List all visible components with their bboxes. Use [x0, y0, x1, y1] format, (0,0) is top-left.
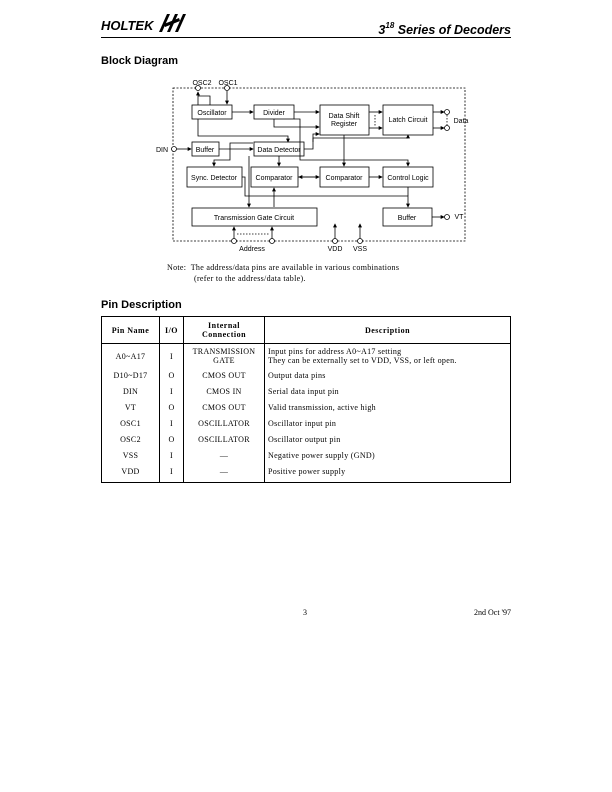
pin-name: A0~A17 [101, 343, 160, 367]
input-buffer-label: Buffer [196, 147, 215, 154]
col-internal-connection: Internal Connection [183, 316, 265, 344]
pin-description: Oscillator input pin [264, 415, 511, 431]
pin-connection-line2: GATE [213, 356, 235, 365]
pin-name: D10~D17 [101, 367, 160, 383]
pin-connection: — [183, 463, 265, 483]
table-row: OSC2 O OSCILLATOR Oscillator output pin [101, 431, 511, 447]
address-pin-label: Address [239, 246, 265, 253]
pin-io: O [159, 367, 184, 383]
pin-name: VDD [101, 463, 160, 483]
page-number: 3 [303, 608, 307, 617]
col-io: I/O [159, 316, 184, 344]
control-logic-label: Control Logic [387, 175, 429, 182]
pin-connection: CMOS OUT [183, 399, 265, 415]
pin-io: I [159, 343, 184, 367]
diagram-note-line2: (refer to the address/data table). [194, 274, 306, 283]
shift-register-block [319, 104, 370, 136]
output-buffer-label: Buffer [398, 215, 417, 222]
pin-name: VSS [101, 447, 160, 463]
title-superscript: 18 [385, 21, 395, 30]
pin-connection: TRANSMISSION GATE [183, 343, 265, 367]
pin-description: Output data pins [264, 367, 511, 383]
comparator1-label: Comparator [256, 175, 294, 182]
header-rule [101, 37, 511, 38]
pin-connection: OSCILLATOR [183, 431, 265, 447]
data-pin-label: Data [454, 118, 469, 125]
shift-register-label-2: Register [331, 121, 358, 128]
latch-circuit-label: Latch Circuit [389, 117, 428, 124]
pin-name: OSC1 [101, 415, 160, 431]
table-row: D10~D17 O CMOS OUT Output data pins [101, 367, 511, 383]
sync-detector-label: Sync. Detector [191, 175, 238, 182]
pin-io: O [159, 431, 184, 447]
din-pin-label: DIN [156, 147, 168, 154]
oscillator-label: Oscillator [197, 110, 227, 117]
pin-name: OSC2 [101, 431, 160, 447]
vt-pin-label: VT [455, 214, 465, 221]
footer-date: 2nd Oct '97 [474, 608, 511, 617]
pin-connection: OSCILLATOR [183, 415, 265, 431]
logo-text: HOLTEK [101, 18, 155, 33]
vdd-pin-label: VDD [328, 246, 343, 253]
pin-io: I [159, 447, 184, 463]
table-row: VT O CMOS OUT Valid transmission, active… [101, 399, 511, 415]
pin-description: Oscillator output pin [264, 431, 511, 447]
table-row: OSC1 I OSCILLATOR Oscillator input pin [101, 415, 511, 431]
osc2-pin-label: OSC2 [192, 80, 211, 87]
pin-description-line1: Input pins for address A0~A17 setting [268, 347, 402, 356]
pin-description: Serial data input pin [264, 383, 511, 399]
block-diagram-heading: Block Diagram [101, 55, 179, 67]
diagram-note-line1: Note: The address/data pins are availabl… [167, 263, 400, 272]
comparator2-label: Comparator [326, 175, 364, 182]
col-internal-line1: Internal [208, 321, 240, 330]
pin-description-line2: They can be externally set to VDD, VSS, … [268, 356, 457, 365]
transmission-gate-block [191, 207, 318, 227]
col-pin-name: Pin Name [101, 316, 160, 344]
table-row: VSS I — Negative power supply (GND) [101, 447, 511, 463]
pin-description: Valid transmission, active high [264, 399, 511, 415]
pin-io: I [159, 463, 184, 483]
pin-description: Positive power supply [264, 463, 511, 483]
shift-register-label-1: Data Shift [329, 113, 360, 120]
pin-name: DIN [101, 383, 160, 399]
vss-pin-label: VSS [353, 246, 367, 253]
col-description: Description [264, 316, 511, 344]
table-header-row: Pin Name I/O Internal Connection Descrip… [101, 316, 511, 344]
table-row: A0~A17 I TRANSMISSION GATE Input pins fo… [101, 343, 511, 367]
document-title: 318 Series of Decoders [378, 21, 511, 38]
holtek-logo-mark: HOLTEK [101, 14, 186, 33]
pin-io: I [159, 415, 184, 431]
pin-io: I [159, 383, 184, 399]
data-detector-label: Data Detector [257, 147, 301, 154]
transmission-gate-label: Transmission Gate Circuit [214, 215, 294, 222]
pin-connection-line1: TRANSMISSION [192, 347, 256, 356]
osc1-pin-label: OSC1 [218, 80, 237, 87]
title-base: 3 [378, 23, 386, 38]
pin-connection: CMOS IN [183, 383, 265, 399]
pin-description: Negative power supply (GND) [264, 447, 511, 463]
pin-description-heading: Pin Description [101, 299, 182, 311]
pin-description-table: Pin Name I/O Internal Connection Descrip… [101, 316, 511, 483]
chip-outline [172, 87, 466, 242]
pin-connection: CMOS OUT [183, 367, 265, 383]
title-rest: Series of Decoders [394, 23, 511, 38]
divider-label: Divider [263, 110, 285, 117]
pin-description: Input pins for address A0~A17 setting Th… [264, 343, 511, 367]
table-row: DIN I CMOS IN Serial data input pin [101, 383, 511, 399]
holtek-logo: HOLTEK [101, 10, 191, 34]
block-diagram: Oscillator Divider Data Shift Register L… [156, 80, 469, 253]
pin-io: O [159, 399, 184, 415]
pin-connection: — [183, 447, 265, 463]
col-internal-line2: Connection [201, 330, 247, 339]
table-row: VDD I — Positive power supply [101, 463, 511, 483]
pin-name: VT [101, 399, 160, 415]
